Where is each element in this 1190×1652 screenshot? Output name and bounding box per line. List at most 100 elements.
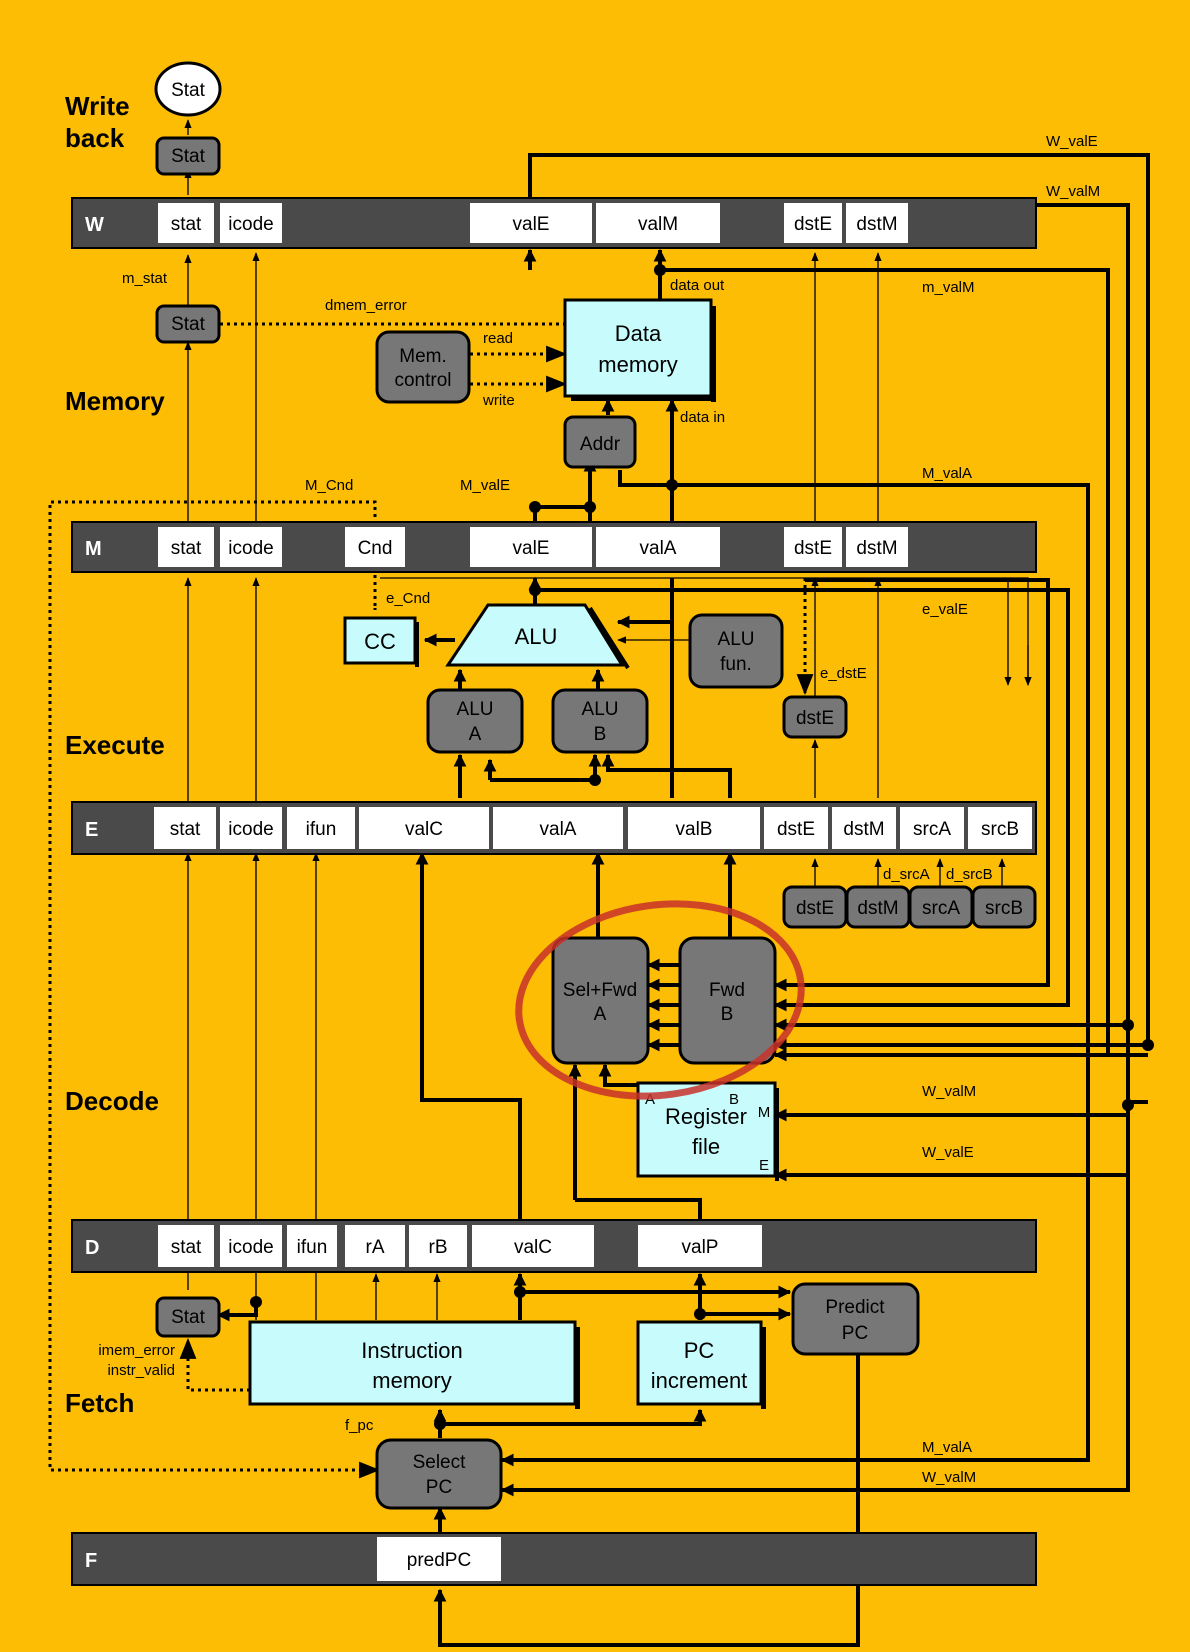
field-d-rb: rB [429, 1237, 448, 1258]
field-m-vale: valE [513, 538, 550, 559]
alu-a-block [426, 688, 524, 754]
register-file-port-b: B [729, 1091, 739, 1108]
sel-fwd-a-label-2: A [594, 1004, 607, 1025]
data-memory-label-1: Data [615, 321, 662, 346]
alu-fun-label-1: ALU [718, 629, 755, 650]
signal-d-srca: d_srcA [883, 866, 930, 883]
field-w-dstm: dstM [856, 214, 897, 235]
register-file-port-m: M [758, 1104, 771, 1121]
alu-fun-block [688, 613, 784, 689]
field-e-stat: stat [170, 819, 201, 840]
signal-w-valm-top: W_valM [1046, 183, 1100, 200]
field-w-icode: icode [228, 214, 273, 235]
select-pc-label-1: Select [413, 1452, 467, 1473]
fwd-b-block [678, 936, 777, 1065]
stage-execute: Execute [65, 730, 165, 760]
signal-d-srcb: d_srcB [946, 866, 993, 883]
field-d-icode: icode [228, 1237, 273, 1258]
predict-pc-label-1: Predict [825, 1297, 885, 1318]
signal-e-vale: e_valE [922, 601, 968, 618]
signal-e-dste: e_dstE [820, 665, 867, 682]
signal-e-cnd: e_Cnd [386, 590, 430, 607]
field-w-valm: valM [638, 214, 678, 235]
stat-output-label: Stat [171, 80, 206, 101]
field-m-dste: dstE [794, 538, 832, 559]
field-e-dstm: dstM [843, 819, 884, 840]
d-srca-label: srcA [922, 898, 960, 919]
field-d-ra: rA [366, 1237, 385, 1258]
signal-m-cnd: M_Cnd [305, 477, 353, 494]
addr-block [563, 415, 637, 469]
register-label-e: E [85, 819, 98, 841]
stat-m-label: Stat [171, 314, 206, 335]
stage-decode: Decode [65, 1086, 159, 1116]
signal-m-vala-f: M_valA [922, 1439, 972, 1456]
field-e-valb: valB [676, 819, 713, 840]
mem-control-label-2: control [394, 370, 451, 391]
sel-fwd-a-label-1: Sel+Fwd [563, 980, 637, 1001]
alu-b-label-2: B [594, 724, 607, 745]
register-file-label-1: Register [665, 1104, 747, 1129]
signal-data-out: data out [670, 277, 725, 294]
select-pc-block [375, 1438, 503, 1510]
instruction-memory-block [248, 1320, 577, 1406]
field-e-icode: icode [228, 819, 273, 840]
pipeline-register-f: F predPC [71, 1532, 1037, 1586]
alu-a-label-1: ALU [457, 699, 494, 720]
field-d-valp: valP [682, 1237, 719, 1258]
signal-w-valm-f: W_valM [922, 1469, 976, 1486]
alu-a-label-2: A [469, 724, 482, 745]
stage-fetch: Fetch [65, 1388, 134, 1418]
mem-control-label-1: Mem. [399, 346, 447, 367]
signal-data-in: data in [680, 409, 725, 426]
field-w-stat: stat [171, 214, 202, 235]
register-label-m: M [85, 538, 102, 560]
signal-w-vale-top: W_valE [1046, 133, 1098, 150]
addr-label: Addr [580, 434, 621, 455]
data-memory-block [563, 298, 713, 398]
field-m-cnd: Cnd [358, 538, 393, 559]
d-dste-label: dstE [796, 898, 834, 919]
stat-w-block [155, 136, 221, 176]
signal-instr-valid: instr_valid [107, 1362, 175, 1379]
field-m-stat: stat [171, 538, 202, 559]
field-d-stat: stat [171, 1237, 202, 1258]
field-m-vala: valA [640, 538, 677, 559]
field-e-ifun: ifun [306, 819, 337, 840]
highlight-circle [515, 900, 805, 1100]
field-e-vala: valA [540, 819, 577, 840]
field-e-valc: valC [405, 819, 443, 840]
field-d-valc: valC [514, 1237, 552, 1258]
dste-e-label: dstE [796, 708, 834, 729]
register-label-d: D [85, 1237, 99, 1259]
alu-label: ALU [515, 624, 558, 649]
signal-read: read [483, 330, 513, 347]
d-dstm-label: dstM [857, 898, 898, 919]
data-memory-label-2: memory [598, 352, 677, 377]
alu-fun-label-2: fun. [720, 654, 752, 675]
instruction-memory-label-1: Instruction [361, 1338, 463, 1363]
cc-block [343, 616, 417, 665]
field-w-dste: dstE [794, 214, 832, 235]
pc-increment-label-1: PC [684, 1338, 715, 1363]
predict-pc-block [791, 1282, 920, 1356]
alu-b-label-1: ALU [582, 699, 619, 720]
junctions [250, 264, 1154, 1430]
stat-f-label: Stat [171, 1307, 206, 1328]
predict-pc-label-2: PC [842, 1323, 868, 1344]
field-m-icode: icode [228, 538, 273, 559]
field-f-predpc: predPC [407, 1550, 471, 1571]
field-e-srca: srcA [913, 819, 951, 840]
d-srcb-block [971, 885, 1037, 929]
signal-w-valm-rf: W_valM [922, 1083, 976, 1100]
stage-writeback-line2: back [65, 123, 125, 153]
fwd-b-label-2: B [721, 1004, 734, 1025]
dste-e-block [782, 695, 848, 739]
signal-m-stat: m_stat [122, 270, 168, 287]
signal-m-valm: m_valM [922, 279, 975, 296]
signal-write: write [482, 392, 515, 409]
fwd-b-label-1: Fwd [709, 980, 745, 1001]
d-srcb-label: srcB [985, 898, 1023, 919]
signal-imem-error: imem_error [98, 1342, 175, 1359]
